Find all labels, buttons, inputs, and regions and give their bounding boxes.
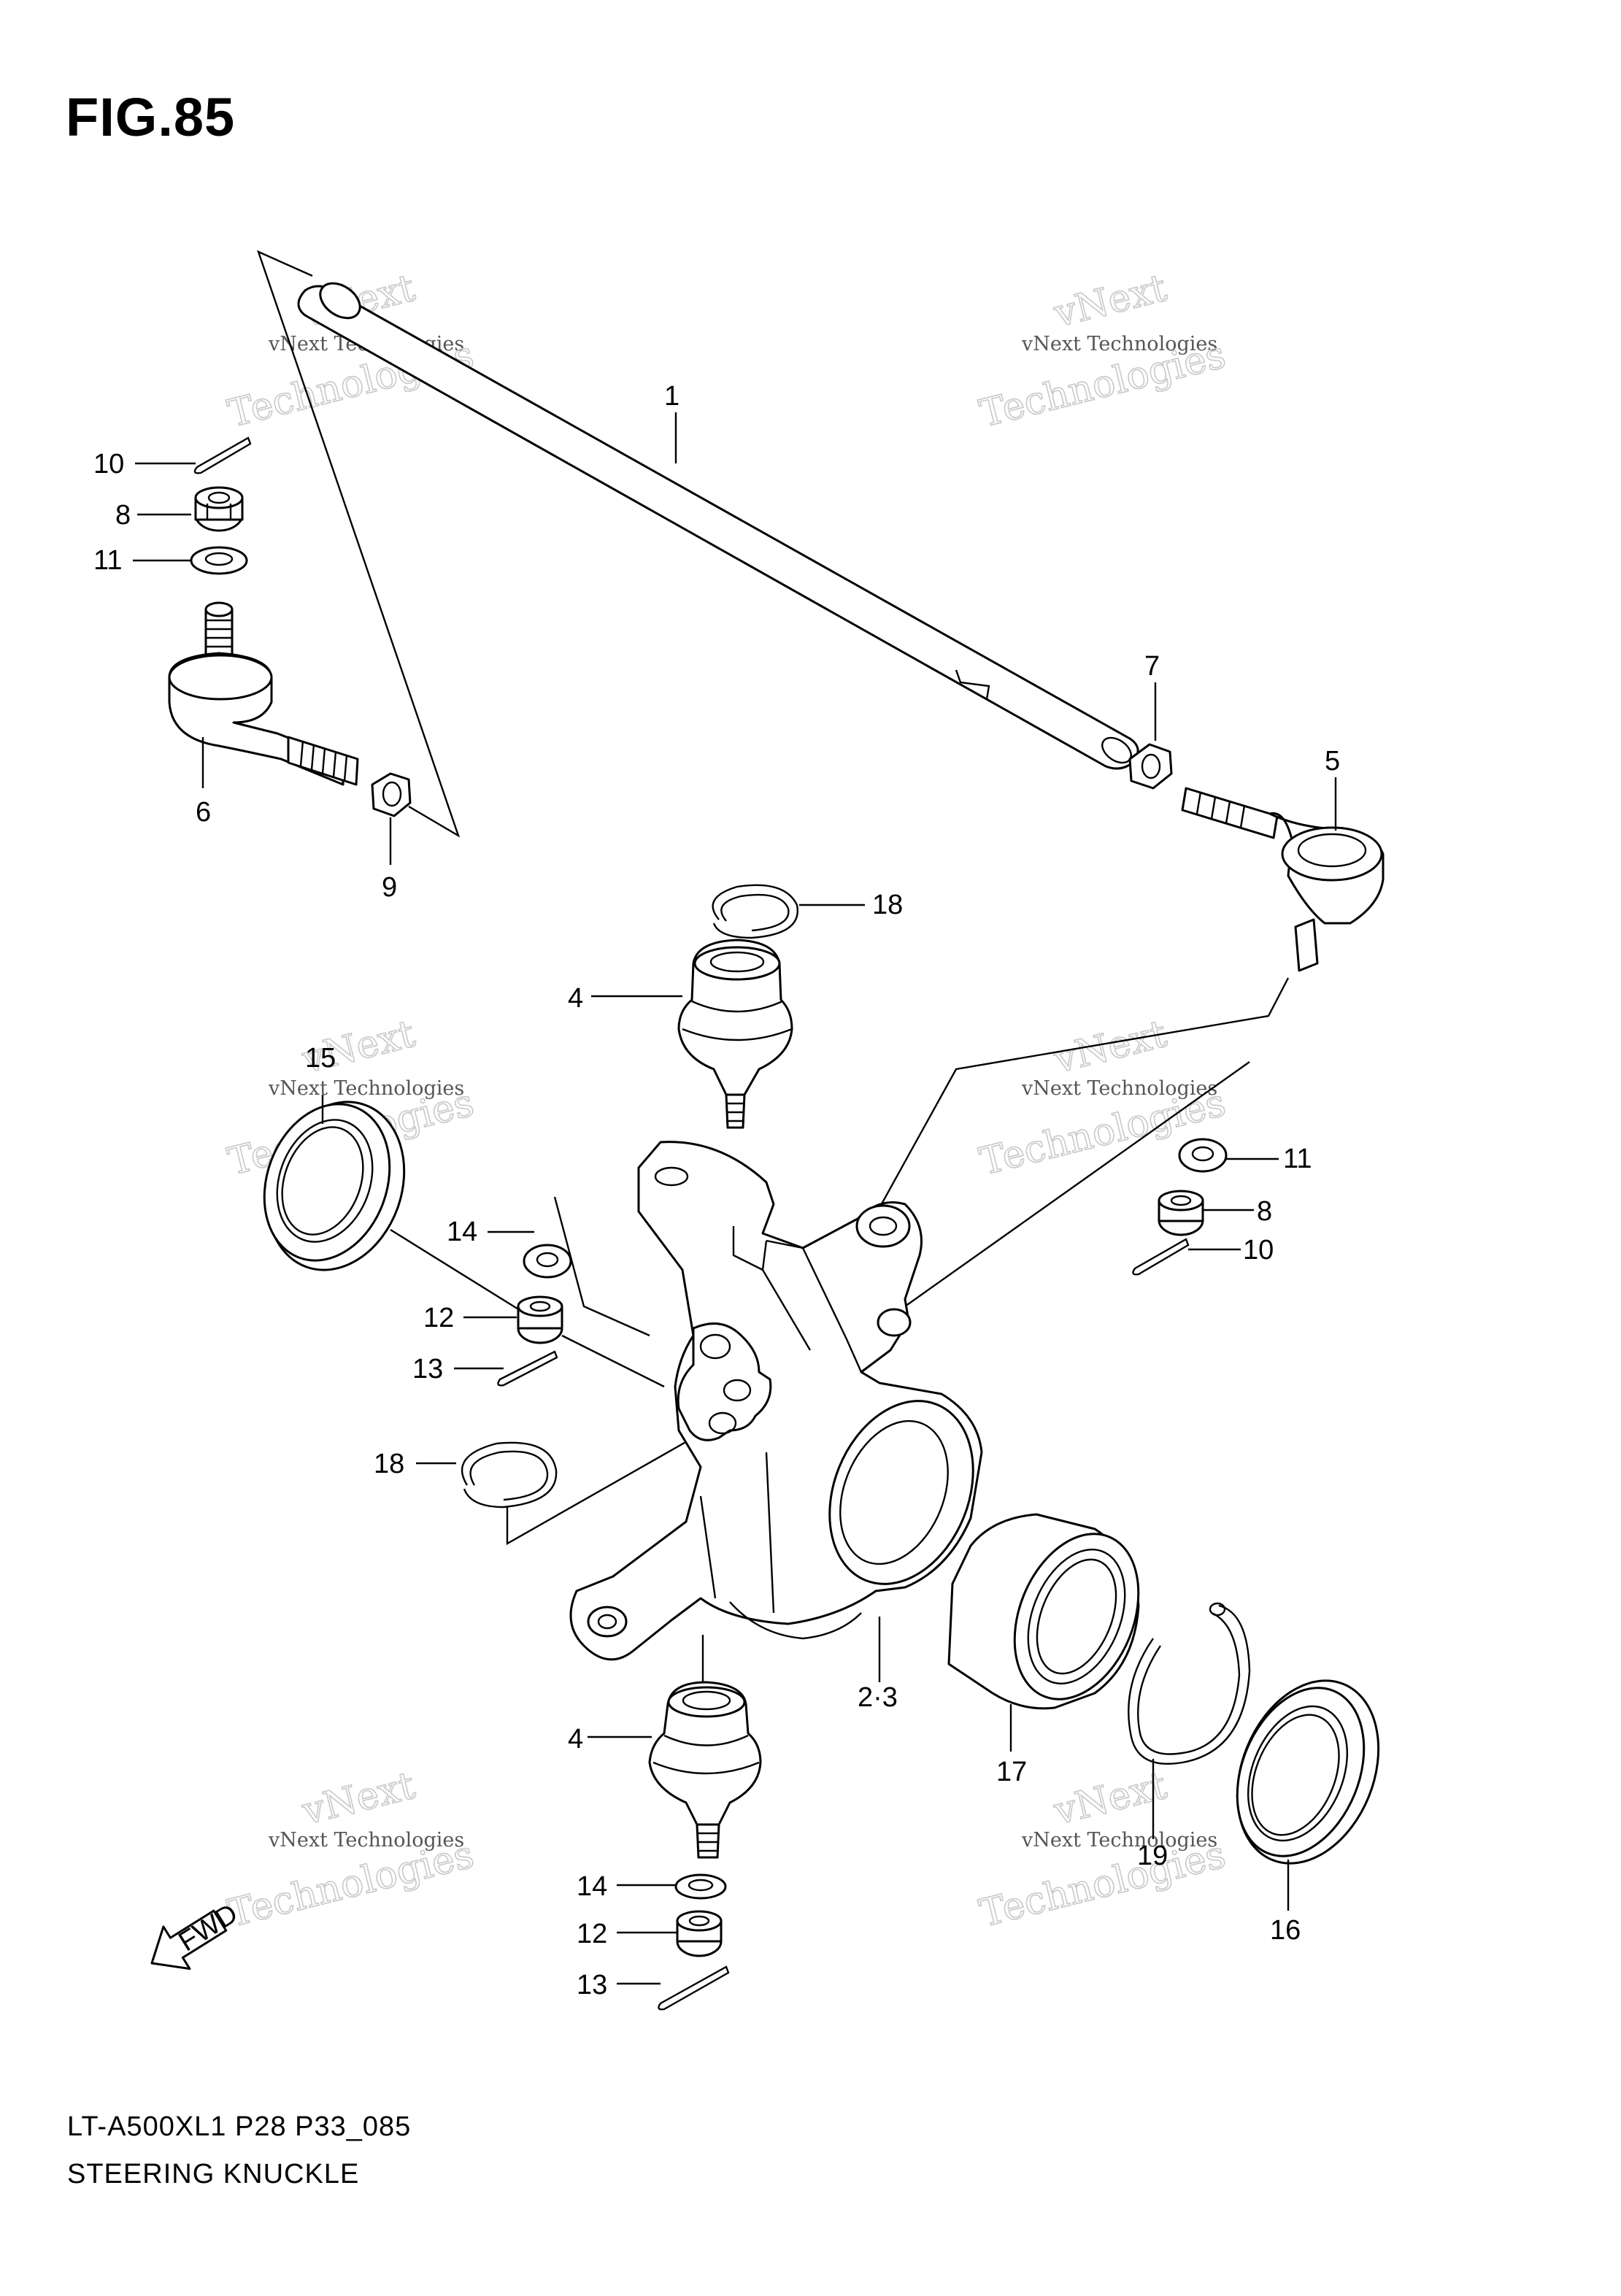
callout-part-18-lower: 18	[374, 1449, 404, 1479]
nut-part-9	[371, 772, 412, 817]
watermark-brand: vNext	[1050, 266, 1171, 336]
callout-part-14-upper: 14	[447, 1217, 477, 1247]
callout-part-14-lower: 14	[577, 1871, 607, 1902]
callout-part-9: 9	[382, 872, 397, 903]
callout-part-16: 16	[1270, 1915, 1301, 1946]
callout-part-4-lower: 4	[568, 1724, 583, 1754]
assembly-bracket	[256, 250, 461, 838]
wheel-bearing-part-17	[947, 1513, 1140, 1710]
assembly-bracket	[561, 1334, 665, 1388]
figure-name: STEERING KNUCKLE	[67, 2159, 360, 2189]
assembly-bracket	[390, 1228, 526, 1315]
tie-rod-end-part-5	[1181, 787, 1385, 972]
callout-labels: 1 2·3 4 4 5 6 7 8 8 9 10 10 11 11 12 12 …	[93, 381, 1340, 2000]
callout-leaders	[133, 412, 1337, 1985]
castle-nut-part-12-upper	[517, 1295, 563, 1344]
washer-part-14-upper	[523, 1244, 572, 1279]
oil-seal-part-16	[1236, 1679, 1380, 1865]
circlip-part-18-upper	[712, 884, 799, 939]
callout-part-6: 6	[196, 797, 211, 828]
callout-part-10-left: 10	[93, 449, 124, 479]
washer-part-11-right	[1178, 1138, 1228, 1173]
assembly-bracket	[506, 1436, 694, 1546]
circlip-part-19	[1128, 1602, 1251, 1765]
callout-part-12-upper: 12	[423, 1303, 454, 1333]
callout-part-13-upper: 13	[412, 1354, 443, 1384]
callout-part-4-upper: 4	[568, 983, 583, 1014]
watermark-line: vNext Technologies	[1021, 333, 1217, 355]
model-code: LT-A500XL1 P28 P33_085	[67, 2111, 412, 2142]
washer-part-11-left	[190, 546, 248, 575]
callout-part-15: 15	[305, 1043, 336, 1074]
callout-part-7: 7	[1144, 651, 1160, 682]
tie-rod-part-1	[297, 282, 1139, 770]
cotter-pin-part-10-left	[193, 436, 252, 474]
assembly-bracket	[553, 1196, 650, 1337]
callout-part-11-left: 11	[93, 545, 122, 576]
oil-seal-part-15	[263, 1101, 406, 1271]
ball-joint-part-4-upper	[677, 939, 793, 1129]
callout-part-18-upper: 18	[872, 890, 903, 920]
callout-part-8-right: 8	[1257, 1196, 1272, 1227]
steering-knuckle-part-2-3	[569, 1141, 983, 1661]
callout-part-2-3: 2·3	[858, 1682, 898, 1713]
callout-part-8-left: 8	[115, 500, 131, 531]
callout-part-17: 17	[996, 1757, 1027, 1787]
watermark-brand: vNext	[1050, 1012, 1171, 1082]
callout-part-10-right: 10	[1243, 1235, 1274, 1266]
watermark-line: vNext Technologies	[268, 1077, 464, 1100]
watermark-line: vNext Technologies	[1021, 1077, 1217, 1100]
circlip-part-18-lower	[461, 1441, 558, 1509]
callout-part-12-lower: 12	[577, 1919, 607, 1949]
assembly-bracket	[878, 977, 1290, 1209]
callout-part-1: 1	[664, 381, 679, 412]
callout-part-11-right: 11	[1283, 1144, 1312, 1174]
nut-part-7	[1128, 743, 1173, 790]
callout-part-19: 19	[1137, 1841, 1168, 1871]
ball-joint-part-4-lower	[648, 1635, 762, 1859]
watermark-line: vNext Technologies	[1021, 1829, 1217, 1852]
callout-part-5: 5	[1325, 746, 1340, 777]
watermark-brand: vNext	[298, 1764, 420, 1834]
assembly-bracket	[904, 1061, 1250, 1307]
callout-part-13-lower: 13	[577, 1970, 607, 2000]
castle-nut-part-8-right	[1158, 1190, 1204, 1236]
cotter-pin-part-13-upper	[497, 1350, 558, 1387]
washer-part-14-lower	[674, 1873, 727, 1900]
figure-title: FIG.85	[66, 87, 236, 147]
cotter-pin-part-10-right	[1132, 1238, 1190, 1276]
castle-nut-part-8-left	[194, 486, 244, 532]
tie-rod-end-part-6	[168, 601, 359, 786]
castle-nut-part-12-lower	[676, 1910, 723, 1957]
cotter-pin-part-13-lower	[658, 1965, 730, 2011]
watermark-line: vNext Technologies	[268, 1829, 464, 1852]
